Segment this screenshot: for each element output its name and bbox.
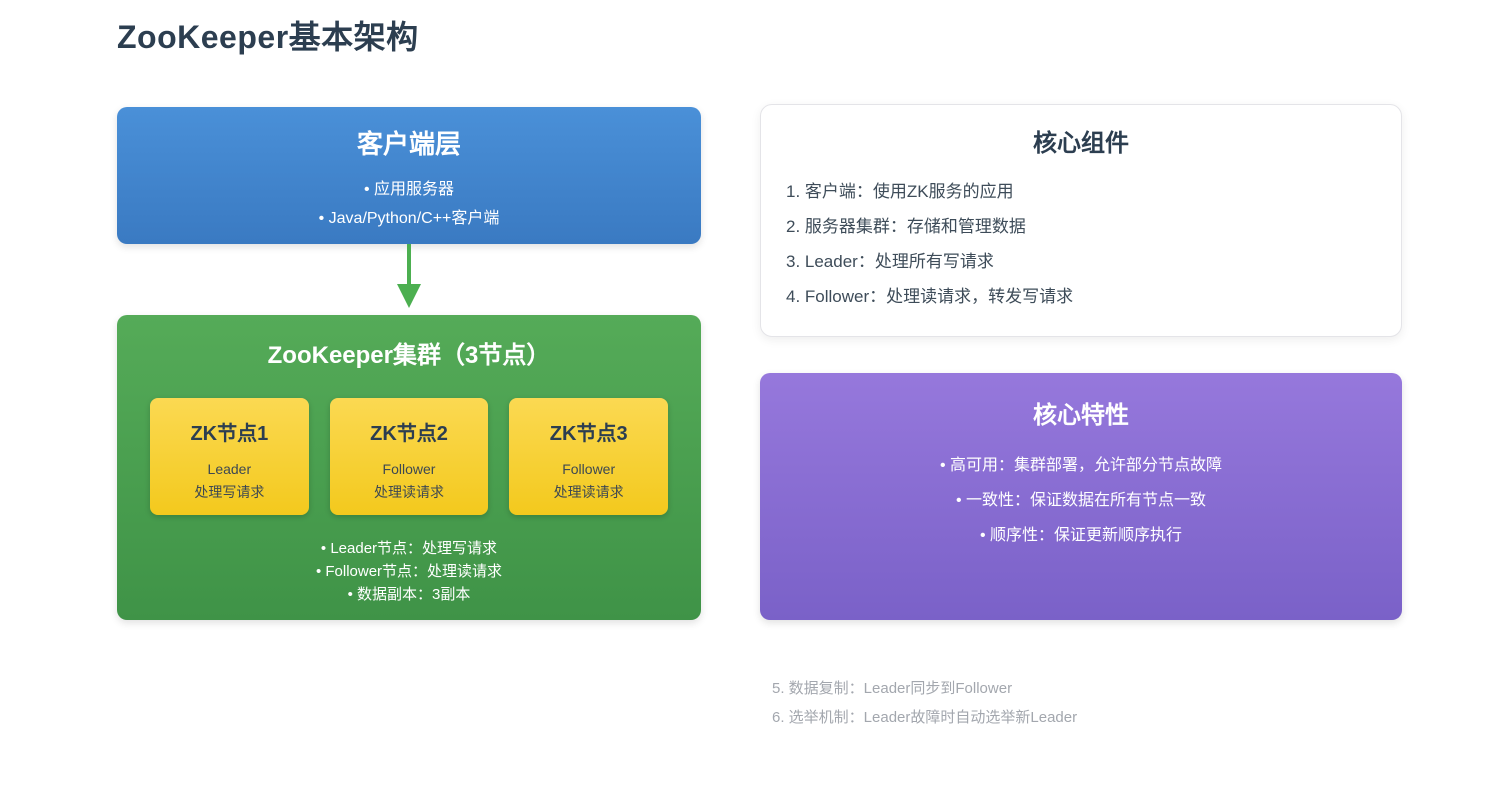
page-title: ZooKeeper基本架构: [117, 19, 419, 55]
zk-node-duty: 处理写请求: [194, 484, 265, 500]
down-arrow-icon: [386, 244, 432, 308]
core-components-title: 核心组件: [1033, 130, 1129, 157]
core-components-card: 核心组件 1. 客户端：使用ZK服务的应用 2. 服务器集群：存储和管理数据 3…: [760, 104, 1402, 337]
zk-node-3: ZK节点3 Follower 处理读请求: [509, 398, 669, 515]
footnote-line: 6. 选举机制：Leader故障时自动选举新Leader: [772, 709, 1078, 726]
core-features-item: • 顺序性：保证更新顺序执行: [979, 527, 1183, 544]
zk-node-role: Follower: [562, 461, 616, 477]
core-features-item: • 一致性：保证数据在所有节点一致: [955, 492, 1207, 509]
zk-node-2: ZK节点2 Follower 处理读请求: [329, 398, 489, 515]
zk-node-duty: 处理读请求: [553, 484, 624, 500]
down-arrow-shaft: [407, 244, 411, 284]
zk-node-role: Leader: [207, 461, 252, 477]
core-features-item: • 高可用：集群部署，允许部分节点故障: [939, 457, 1223, 474]
core-features-box: 核心特性 • 高可用：集群部署，允许部分节点故障 • 一致性：保证数据在所有节点…: [760, 373, 1402, 620]
zk-node-duty: 处理读请求: [374, 484, 444, 500]
cluster-note: • Leader节点：处理写请求: [320, 540, 498, 557]
client-layer-box: 客户端层 • 应用服务器 • Java/Python/C++客户端: [117, 107, 701, 244]
zk-node-name: ZK节点2: [370, 423, 448, 445]
footnote-line: 5. 数据复制：Leader同步到Follower: [772, 680, 1013, 697]
cluster-note: • Follower节点：处理读请求: [315, 563, 503, 580]
client-layer-item: • 应用服务器: [363, 181, 455, 198]
cluster-note: • 数据副本：3副本: [347, 586, 471, 603]
core-components-item: 2. 服务器集群：存储和管理数据: [786, 217, 1026, 236]
core-components-item: 3. Leader：处理所有写请求: [786, 252, 994, 271]
zk-node-1: ZK节点1 Leader 处理写请求: [150, 398, 309, 515]
cluster-title: ZooKeeper集群（3节点）: [267, 342, 551, 369]
core-components-item: 1. 客户端：使用ZK服务的应用: [786, 182, 1014, 201]
cluster-node-row: ZK节点1 Leader 处理写请求 ZK节点2 Follower 处理读请求 …: [117, 398, 701, 515]
cluster-box: ZooKeeper集群（3节点） ZK节点1 Leader 处理写请求 ZK节点…: [117, 315, 701, 620]
client-layer-item: • Java/Python/C++客户端: [318, 210, 500, 227]
zk-node-role: Follower: [382, 461, 436, 477]
down-arrow-head: [397, 284, 421, 308]
core-components-item: 4. Follower：处理读请求，转发写请求: [786, 287, 1074, 306]
zk-node-name: ZK节点3: [549, 423, 628, 445]
cluster-notes: • Leader节点：处理写请求 • Follower节点：处理读请求 • 数据…: [117, 537, 701, 606]
footnotes: 5. 数据复制：Leader同步到Follower 6. 选举机制：Leader…: [772, 674, 1077, 732]
client-layer-title: 客户端层: [356, 129, 461, 159]
core-features-title: 核心特性: [1033, 402, 1129, 429]
zk-node-name: ZK节点1: [190, 423, 269, 445]
